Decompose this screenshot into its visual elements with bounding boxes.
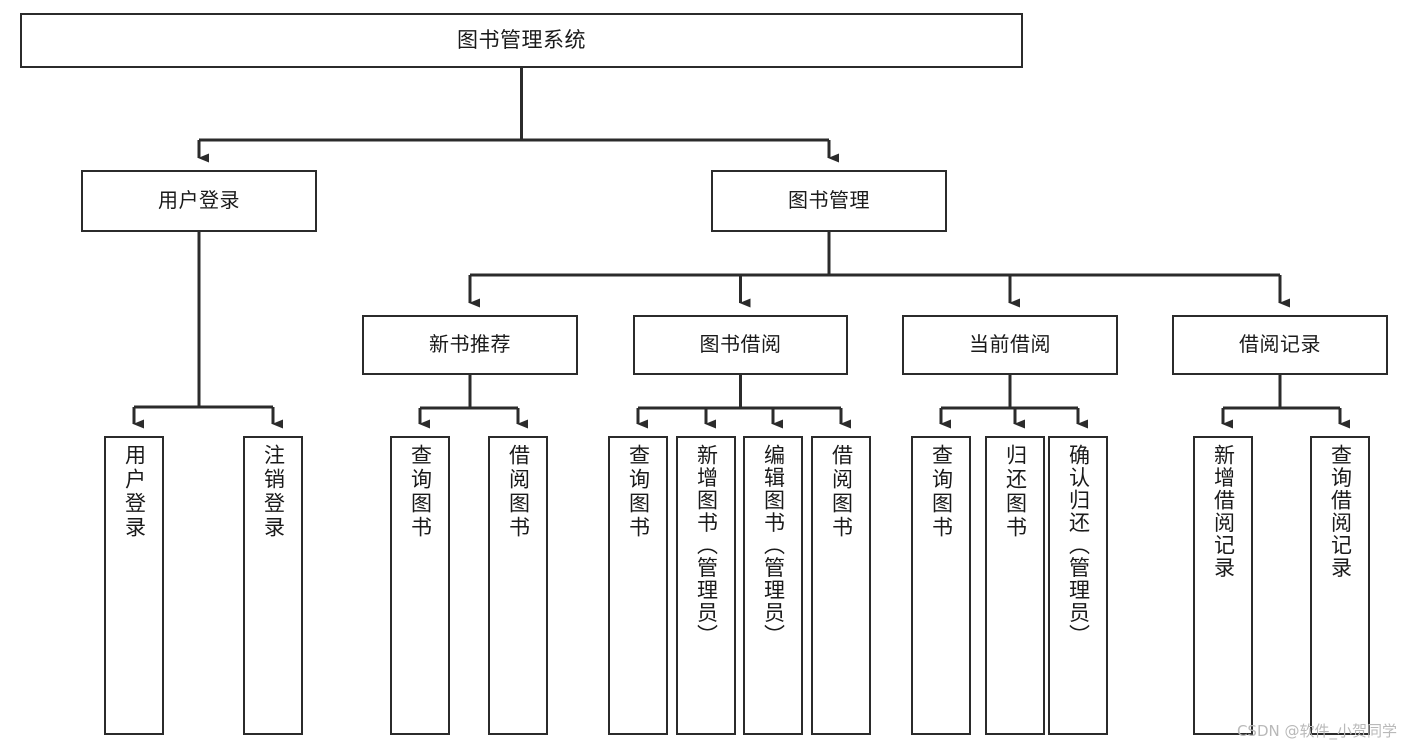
- leaf-edit-book[interactable]: 编辑图书（管理员）: [743, 436, 803, 735]
- leaf-query-record[interactable]: 查询借阅记录: [1310, 436, 1370, 735]
- node-label: 图书管理: [788, 188, 870, 213]
- node-label: 注销登录: [261, 444, 286, 540]
- leaf-confirm-return[interactable]: 确认归还（管理员）: [1048, 436, 1108, 735]
- node-root[interactable]: 图书管理系统: [20, 13, 1023, 68]
- node-label: 用户登录: [122, 444, 147, 540]
- leaf-add-record[interactable]: 新增借阅记录: [1193, 436, 1253, 735]
- node-label: 查询借阅记录: [1328, 444, 1353, 579]
- node-label: 借阅图书: [506, 444, 531, 540]
- node-label: 新增借阅记录: [1211, 444, 1236, 579]
- node-label: 查询图书: [929, 444, 954, 540]
- node-label: 借阅记录: [1239, 332, 1321, 357]
- leaf-borrow-book-1[interactable]: 借阅图书: [488, 436, 548, 735]
- leaf-add-book[interactable]: 新增图书（管理员）: [676, 436, 736, 735]
- node-borrow-record[interactable]: 借阅记录: [1172, 315, 1388, 375]
- leaf-logout[interactable]: 注销登录: [243, 436, 303, 735]
- node-book-manage[interactable]: 图书管理: [711, 170, 947, 232]
- node-label: 归还图书: [1003, 444, 1028, 540]
- node-label: 查询图书: [626, 444, 651, 540]
- leaf-borrow-book-2[interactable]: 借阅图书: [811, 436, 871, 735]
- leaf-query-book-3[interactable]: 查询图书: [911, 436, 971, 735]
- node-label: 图书管理系统: [457, 28, 586, 53]
- node-user-login[interactable]: 用户登录: [81, 170, 317, 232]
- leaf-query-book-1[interactable]: 查询图书: [390, 436, 450, 735]
- node-current-borrow[interactable]: 当前借阅: [902, 315, 1118, 375]
- leaf-user-login[interactable]: 用户登录: [104, 436, 164, 735]
- node-label: 查询图书: [408, 444, 433, 540]
- node-label: 新书推荐: [429, 332, 511, 357]
- node-label: 新增图书（管理员）: [694, 444, 719, 647]
- node-label: 编辑图书（管理员）: [761, 444, 786, 647]
- node-label: 确认归还（管理员）: [1066, 444, 1091, 647]
- node-label: 用户登录: [158, 188, 240, 213]
- node-label: 借阅图书: [829, 444, 854, 540]
- leaf-return-book[interactable]: 归还图书: [985, 436, 1045, 735]
- node-label: 当前借阅: [969, 332, 1051, 357]
- node-label: 图书借阅: [699, 332, 782, 357]
- node-book-borrow[interactable]: 图书借阅: [633, 315, 848, 375]
- leaf-query-book-2[interactable]: 查询图书: [608, 436, 668, 735]
- node-new-book-rec[interactable]: 新书推荐: [362, 315, 578, 375]
